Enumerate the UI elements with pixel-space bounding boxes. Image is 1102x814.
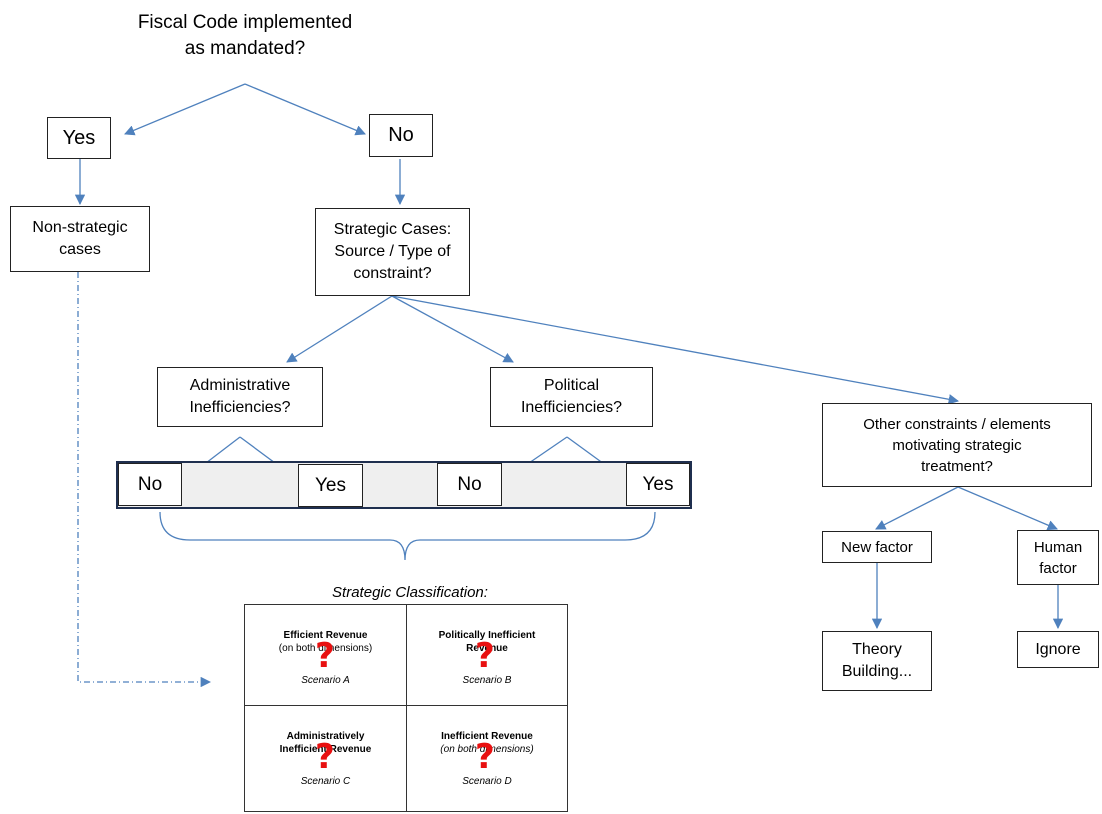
question-mark-icon: ? bbox=[475, 636, 495, 676]
cell-a-sub: (on both dimensions) bbox=[278, 643, 373, 654]
non-strategic-box: Non-strategic cases bbox=[10, 206, 150, 272]
grid-vertical-divider bbox=[406, 605, 407, 811]
human-factor-box: Human factor bbox=[1017, 530, 1099, 585]
cell-scenario-c: Administratively Inefficient Revenue Sce… bbox=[245, 706, 406, 811]
theory-building-box: Theory Building... bbox=[822, 631, 932, 691]
cell-c-heading-1: Administratively bbox=[286, 731, 365, 742]
no-box-top-label: No bbox=[388, 124, 414, 146]
strip-no-political: No bbox=[437, 463, 502, 506]
root-question-line2: as mandated? bbox=[184, 38, 306, 59]
question-mark-icon: ? bbox=[315, 636, 335, 676]
administrative-line1: Administrative bbox=[189, 377, 291, 394]
classification-title: Strategic Classification: bbox=[332, 584, 488, 601]
human-factor-line1: Human bbox=[1033, 538, 1083, 556]
strategic-line3: constraint? bbox=[353, 265, 432, 282]
root-question-line1: Fiscal Code implemented bbox=[137, 12, 353, 33]
non-strategic-line2: cases bbox=[59, 241, 101, 258]
cell-c-scenario: Scenario C bbox=[300, 776, 351, 787]
new-factor-label: New factor bbox=[841, 538, 913, 556]
cell-b-scenario: Scenario B bbox=[462, 675, 512, 686]
yes-box-top-label: Yes bbox=[62, 126, 96, 149]
ignore-label: Ignore bbox=[1035, 640, 1081, 658]
arrow-strategic-to-other bbox=[391, 295, 960, 405]
classification-grid: Efficient Revenue (on both dimensions) S… bbox=[244, 604, 568, 812]
ignore-box: Ignore bbox=[1017, 631, 1099, 668]
no-box-top: No bbox=[369, 114, 433, 157]
political-line2: Inefficiencies? bbox=[520, 399, 623, 416]
cell-scenario-d: Inefficient Revenue (on both dimensions)… bbox=[407, 706, 567, 811]
human-factor-line2: factor bbox=[1039, 559, 1077, 577]
cell-scenario-a: Efficient Revenue (on both dimensions) S… bbox=[245, 605, 406, 705]
arrow-question-to-no bbox=[244, 83, 366, 136]
cell-b-heading-2: Revenue bbox=[466, 643, 508, 654]
new-factor-box: New factor bbox=[822, 531, 932, 563]
question-mark-icon: ? bbox=[315, 737, 335, 777]
cell-c-heading-2: Inefficient Revenue bbox=[279, 744, 372, 755]
other-line1: Other constraints / elements bbox=[863, 415, 1051, 433]
dashed-link-nonstrategic-to-classification bbox=[77, 272, 212, 688]
arrow-strategic-to-admin bbox=[286, 295, 393, 363]
outcome-strip bbox=[116, 461, 692, 509]
strategic-line1: Strategic Cases: bbox=[333, 221, 452, 238]
root-question: Fiscal Code implemented as mandated? bbox=[80, 10, 410, 62]
administrative-line2: Inefficiencies? bbox=[189, 399, 291, 416]
strategic-cases-box: Strategic Cases: Source / Type of constr… bbox=[315, 208, 470, 296]
other-line2: motivating strategic bbox=[892, 436, 1022, 454]
question-mark-icon: ? bbox=[475, 737, 495, 777]
yes-box-top: Yes bbox=[47, 117, 111, 159]
theory-line1: Theory bbox=[852, 641, 902, 658]
cell-b-heading-1: Politically Inefficient bbox=[438, 630, 536, 641]
cell-d-scenario: Scenario D bbox=[462, 776, 512, 787]
cell-d-heading: Inefficient Revenue bbox=[441, 731, 533, 742]
strategic-line2: Source / Type of bbox=[334, 243, 451, 260]
political-box: Political Inefficiencies? bbox=[490, 367, 653, 427]
cell-a-scenario: Scenario A bbox=[301, 675, 350, 686]
strip-no-admin: No bbox=[118, 463, 182, 506]
grid-horizontal-divider bbox=[245, 705, 567, 706]
grouping-brace bbox=[159, 511, 656, 561]
strip-yes-political: Yes bbox=[626, 463, 690, 506]
arrow-other-to-humanfactor bbox=[957, 486, 1058, 531]
strip-yes-admin-label: Yes bbox=[315, 474, 346, 496]
administrative-box: Administrative Inefficiencies? bbox=[157, 367, 323, 427]
arrow-question-to-yes bbox=[124, 83, 246, 136]
strip-no-political-label: No bbox=[457, 473, 482, 495]
other-constraints-box: Other constraints / elements motivating … bbox=[822, 403, 1092, 487]
cell-scenario-b: Politically Inefficient Revenue Scenario… bbox=[407, 605, 567, 705]
strip-yes-admin: Yes bbox=[298, 464, 363, 507]
non-strategic-line1: Non-strategic bbox=[32, 219, 128, 236]
arrow-other-to-newfactor bbox=[875, 486, 959, 530]
political-line1: Political bbox=[543, 377, 600, 394]
arrow-strategic-to-political bbox=[391, 295, 514, 363]
theory-line2: Building... bbox=[841, 663, 913, 680]
strip-yes-political-label: Yes bbox=[642, 473, 674, 495]
cell-d-sub: (on both dimensions) bbox=[440, 744, 534, 755]
strip-no-admin-label: No bbox=[137, 473, 163, 495]
cell-a-heading: Efficient Revenue bbox=[283, 630, 368, 641]
other-line3: treatment? bbox=[921, 457, 993, 475]
